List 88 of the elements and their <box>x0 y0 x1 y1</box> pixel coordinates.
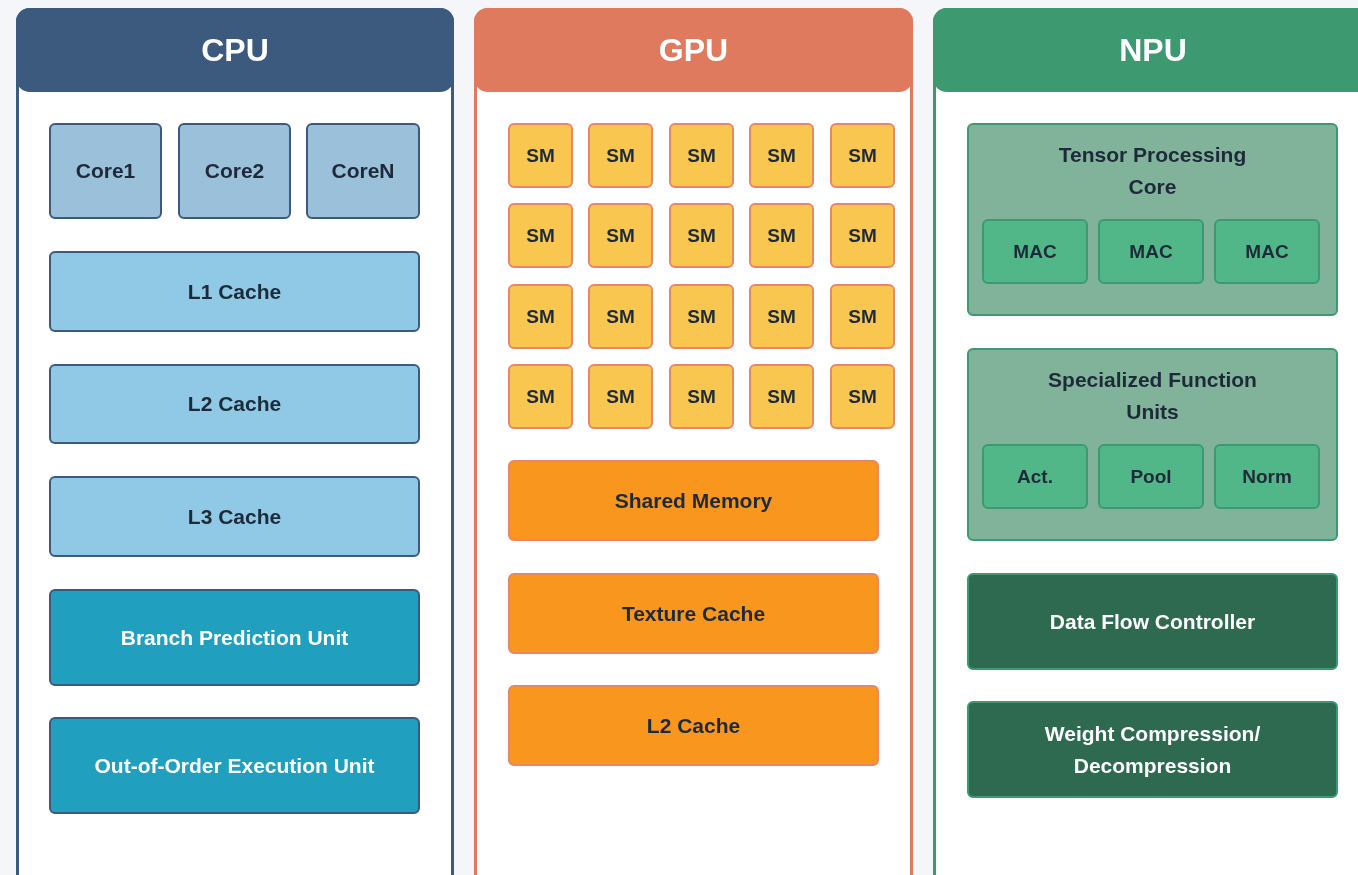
unit-group-box <box>967 123 1338 316</box>
box-label: SM <box>687 143 716 168</box>
unit-group-box <box>967 348 1338 541</box>
box-label: Core1 <box>75 158 136 184</box>
box-label: SM <box>767 384 796 409</box>
box-label: SM <box>606 304 635 329</box>
sm-box <box>669 203 734 268</box>
unit-box <box>1214 219 1320 284</box>
core-box <box>306 123 420 219</box>
box-label: SM <box>606 384 635 409</box>
box-label: Shared Memory <box>614 487 773 514</box>
unit-box <box>982 444 1088 509</box>
box-label: SM <box>687 304 716 329</box>
box-label: L2 Cache <box>646 712 741 739</box>
box-label: Out-of-Order Execution Unit <box>94 752 375 779</box>
sm-box <box>669 284 734 349</box>
unit-box <box>1214 444 1320 509</box>
sm-box <box>508 203 573 268</box>
box-label: SM <box>848 143 877 168</box>
unit-box <box>49 589 420 686</box>
box-label: SM <box>848 223 877 248</box>
sm-box <box>749 123 814 188</box>
box-label: SM <box>526 304 555 329</box>
core-box <box>178 123 291 219</box>
panel-heading: CPU <box>201 31 269 70</box>
memory-box <box>508 460 879 541</box>
sm-box <box>830 284 895 349</box>
memory-box <box>508 573 879 654</box>
panel-heading: NPU <box>1119 31 1187 70</box>
memory-box <box>508 685 879 766</box>
box-label: SM <box>767 304 796 329</box>
sm-box <box>588 364 653 429</box>
box-label: SM <box>606 143 635 168</box>
sm-box <box>508 364 573 429</box>
cache-box <box>49 251 420 332</box>
box-label: L2 Cache <box>187 391 282 417</box>
unit-box <box>982 219 1088 284</box>
box-label: Pool <box>1130 464 1172 489</box>
unit-box <box>1098 444 1204 509</box>
unit-box <box>1098 219 1204 284</box>
group-heading: Specialized Function Units <box>1047 367 1258 425</box>
box-label: Data Flow Controller <box>1049 608 1256 635</box>
gpu-panel <box>474 8 913 875</box>
box-label: SM <box>687 384 716 409</box>
sm-box <box>669 123 734 188</box>
box-label: SM <box>848 384 877 409</box>
sm-box <box>508 123 573 188</box>
sm-box <box>508 284 573 349</box>
box-label: L1 Cache <box>187 278 282 305</box>
box-label: SM <box>526 223 555 248</box>
sm-box <box>749 284 814 349</box>
box-label: L3 Cache <box>187 503 282 530</box>
unit-box <box>967 701 1338 798</box>
panel-heading: GPU <box>658 31 729 70</box>
box-label: SM <box>848 304 877 329</box>
unit-box <box>49 717 420 814</box>
sm-box <box>749 203 814 268</box>
unit-box <box>967 573 1338 670</box>
box-label: SM <box>526 143 555 168</box>
cache-box <box>49 476 420 557</box>
box-label: SM <box>606 223 635 248</box>
box-label: SM <box>526 384 555 409</box>
box-label: Branch Prediction Unit <box>120 624 349 651</box>
box-label: SM <box>767 143 796 168</box>
box-label: Norm <box>1242 464 1292 489</box>
sm-box <box>830 364 895 429</box>
sm-box <box>588 123 653 188</box>
group-heading: Tensor Processing Core <box>1057 142 1248 200</box>
box-label: Texture Cache <box>621 600 766 627</box>
sm-box <box>588 284 653 349</box>
sm-box <box>669 364 734 429</box>
npu-panel <box>933 8 1358 875</box>
sm-box <box>588 203 653 268</box>
sm-box <box>830 123 895 188</box>
sm-box <box>749 364 814 429</box>
box-label: SM <box>687 223 716 248</box>
core-box <box>49 123 162 219</box>
box-label: SM <box>767 223 796 248</box>
box-label: CoreN <box>331 158 395 184</box>
box-label: Weight Compression/ Decompression <box>1043 720 1262 779</box>
sm-box <box>830 203 895 268</box>
box-label: MAC <box>1245 239 1289 264</box>
box-label: MAC <box>1013 239 1057 264</box>
box-label: MAC <box>1129 239 1173 264</box>
box-label: Act. <box>1017 464 1053 489</box>
box-label: Core2 <box>204 158 265 184</box>
cache-box <box>49 364 420 444</box>
cpu-panel <box>16 8 454 875</box>
